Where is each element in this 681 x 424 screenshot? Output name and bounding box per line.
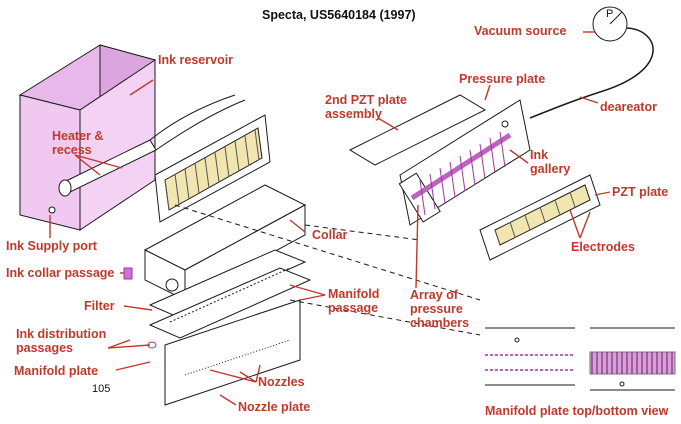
manifold-layers (147, 249, 312, 349)
label-second-pzt-plate-assembly: 2nd PZT plate assembly (325, 93, 407, 121)
left-pzt-plate (154, 114, 271, 223)
label-collar: Collar (312, 228, 348, 242)
alignment-lines (174, 204, 481, 336)
label-pressure-plate: Pressure plate (459, 72, 546, 86)
label-vacuum-source: Vacuum source (474, 24, 567, 38)
label-ink-collar-passage: Ink collar passage (6, 266, 115, 280)
pressure-plate-shape (398, 99, 531, 226)
label-ref-105: 105 (92, 383, 111, 395)
label-manifold-plate: Manifold plate (14, 364, 99, 378)
right-pzt-plate (479, 174, 601, 261)
label-manifold-plate-view: Manifold plate top/bottom view (485, 404, 669, 418)
label-pzt-plate: PZT plate (612, 185, 669, 199)
label-heater-recess: Heater & recess (52, 129, 104, 157)
second-pzt-plate-assembly (348, 94, 487, 166)
label-ink-gallery: Ink gallery (530, 148, 571, 176)
label-ink-reservoir: Ink reservoir (158, 53, 234, 67)
gauge-symbol: P (606, 8, 614, 20)
label-ink-distribution-passages: Ink distribution passages (16, 327, 107, 355)
label-nozzles: Nozzles (258, 375, 305, 389)
heater-rod (58, 94, 246, 197)
nozzle-plate-shape (164, 299, 301, 406)
manifold-plate-view (485, 327, 676, 391)
label-array-of-pressure-chambers: Array of pressure chambers (410, 288, 470, 330)
diagram-title: Specta, US5640184 (1997) (262, 8, 416, 22)
label-deareator: deareator (600, 100, 657, 114)
label-ink-supply-port: Ink Supply port (6, 239, 97, 253)
label-electrodes: Electrodes (571, 240, 635, 254)
label-nozzle-plate: Nozzle plate (238, 400, 311, 414)
label-manifold-passage: Manifold passage (328, 287, 380, 315)
label-filter: Filter (84, 299, 115, 313)
leader-lines (49, 31, 611, 406)
vacuum-gauge-shape (529, 6, 654, 119)
